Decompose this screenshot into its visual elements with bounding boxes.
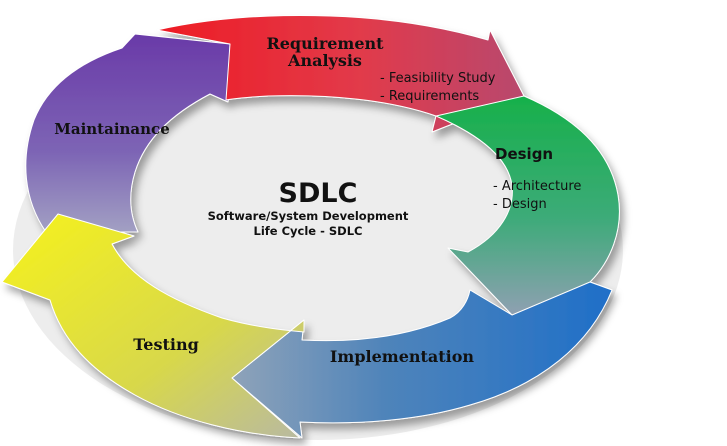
design-item-design: - Design [493, 197, 547, 212]
maintenance-title: Maintainance [54, 120, 169, 138]
implementation-arrow [231, 281, 613, 439]
center-title: SDLC [279, 178, 358, 209]
requirement-title-line1: Requirement [266, 34, 384, 53]
design-item-architecture: - Architecture [493, 179, 581, 194]
testing-title: Testing [133, 335, 199, 354]
requirement-item-feasibility: - Feasibility Study [380, 71, 496, 86]
requirement-item-requirements: - Requirements [380, 89, 479, 104]
implementation-title: Implementation [330, 347, 475, 366]
center-subtitle-line1: Software/System Development [208, 209, 409, 223]
requirement-arrow [156, 15, 525, 133]
cycle-arrows [1, 15, 620, 439]
center-subtitle-line2: Life Cycle - SDLC [254, 224, 363, 238]
design-title: Design [495, 145, 553, 163]
testing-arrow [1, 213, 305, 439]
requirement-title-line2: Analysis [287, 51, 362, 70]
